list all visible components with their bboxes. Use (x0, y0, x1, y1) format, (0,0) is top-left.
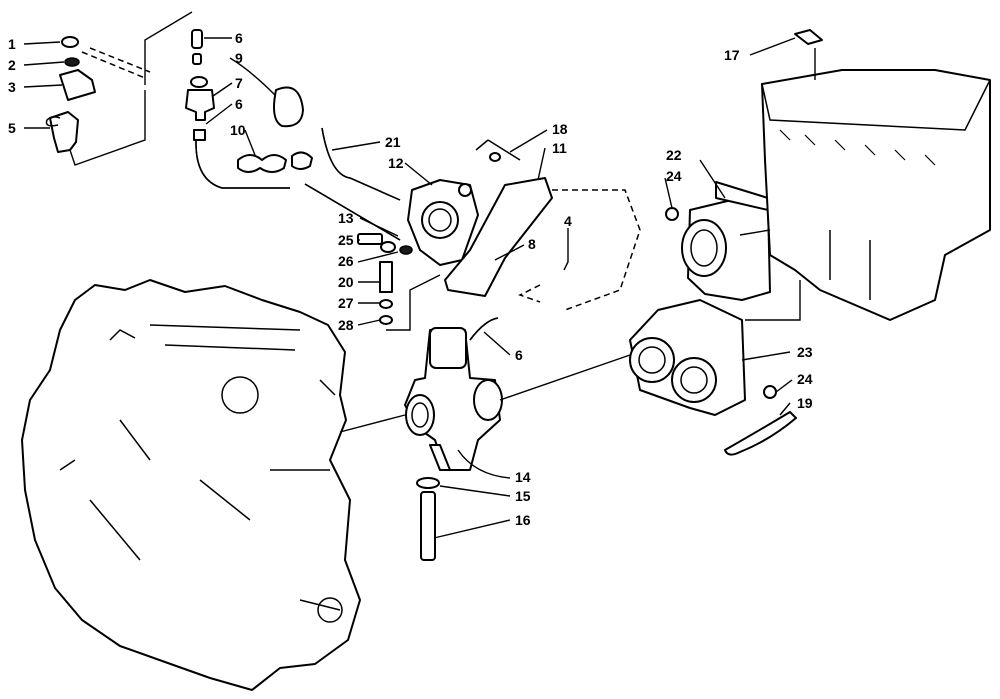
callout-16: 16 (515, 512, 531, 528)
mounting-bracket (444, 139, 641, 311)
callout-8: 8 (528, 236, 536, 252)
callout-28: 28 (338, 317, 354, 333)
callout-4: 4 (564, 213, 572, 229)
callout-17: 17 (724, 47, 740, 63)
fuel-hoses (195, 127, 401, 241)
callout-1: 1 (8, 36, 16, 52)
fuel-pump (407, 179, 479, 266)
assembly-lines (339, 48, 816, 433)
drain-hose (416, 477, 440, 561)
callout-25: 25 (338, 232, 354, 248)
callout-5: 5 (8, 120, 16, 136)
callout-26: 26 (338, 253, 354, 269)
fuel-valve-assembly (45, 11, 313, 173)
callout-24-low: 24 (797, 371, 813, 387)
callout-27: 27 (338, 295, 354, 311)
callout-labels: 1 2 3 5 6 7 9 6 10 21 12 18 11 22 24 17 … (8, 30, 813, 528)
retaining-strap (724, 411, 797, 456)
callout-22: 22 (666, 147, 682, 163)
callout-20: 20 (338, 274, 354, 290)
callout-6-top: 6 (235, 30, 243, 46)
callout-9: 9 (235, 50, 243, 66)
callout-10: 10 (230, 122, 246, 138)
callout-2: 2 (8, 57, 16, 73)
callout-21: 21 (385, 134, 401, 150)
carburetor (404, 317, 503, 471)
callout-3: 3 (8, 79, 16, 95)
callout-14: 14 (515, 469, 531, 485)
callout-7: 7 (235, 75, 243, 91)
callout-18: 18 (552, 121, 568, 137)
intake-silencer-lower (629, 299, 777, 416)
callout-15: 15 (515, 488, 531, 504)
callout-11: 11 (552, 140, 567, 156)
callout-19: 19 (797, 395, 813, 411)
callout-leaders (23, 37, 796, 539)
callout-6-carb: 6 (515, 347, 523, 363)
air-box (761, 29, 991, 321)
callout-12: 12 (388, 155, 404, 171)
callout-23: 23 (797, 344, 813, 360)
callout-24-top: 24 (666, 168, 682, 184)
intake-silencer-upper (665, 181, 771, 301)
callout-6-mid: 6 (235, 96, 243, 112)
engine-block (21, 279, 361, 691)
mounting-hardware (357, 233, 441, 331)
callout-13: 13 (338, 210, 354, 226)
